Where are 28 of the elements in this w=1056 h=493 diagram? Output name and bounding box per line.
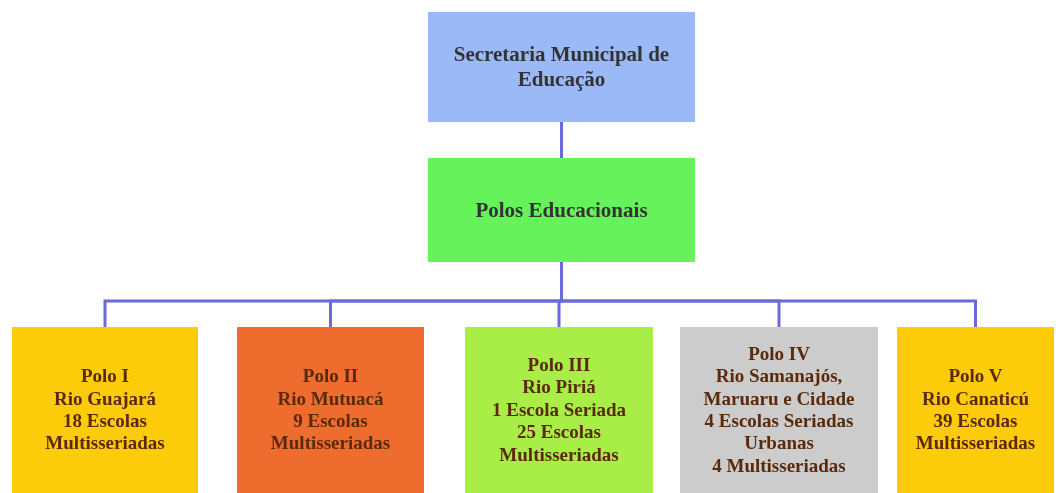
org-box [428,158,695,262]
org-box [465,327,653,493]
box-text: Rio Canaticú [921,387,1030,410]
box-text: 39 Escolas Multisseriadas [914,410,1037,455]
box-text: Polo II [302,365,359,388]
box-text: Polo V [948,365,1003,388]
box-text: Rio Piriá [522,376,596,399]
connector-line [560,262,977,327]
box-text: Polo IV [748,342,810,366]
box-text: 4 Escolas Seriadas Urbanas [703,410,855,455]
box-text: Rio Guajará [54,387,156,410]
box-text: Secretaria Municipal de Educação [452,42,671,92]
org-box [897,327,1054,493]
box-text: 4 Multisseriadas [712,454,846,478]
box-text: 1 Escola Seriada [491,398,627,422]
box-text: Rio Samanajós, Maruaru e Cidade [702,365,856,410]
org-box [237,327,424,493]
connector-line [560,122,563,158]
box-text: Polo I [81,365,129,388]
box-text: Polos Educacionais [475,197,648,223]
box-text: Rio Mutuacá [277,387,384,410]
box-text: 18 Escolas Multisseriadas [44,410,166,455]
box-text: 25 Escolas Multisseriadas [498,421,620,466]
box-text: 9 Escolas Multisseriadas [269,410,392,455]
org-box [12,327,198,493]
org-box [428,12,695,122]
box-text: Polo III [527,354,591,377]
org-box [680,327,878,493]
